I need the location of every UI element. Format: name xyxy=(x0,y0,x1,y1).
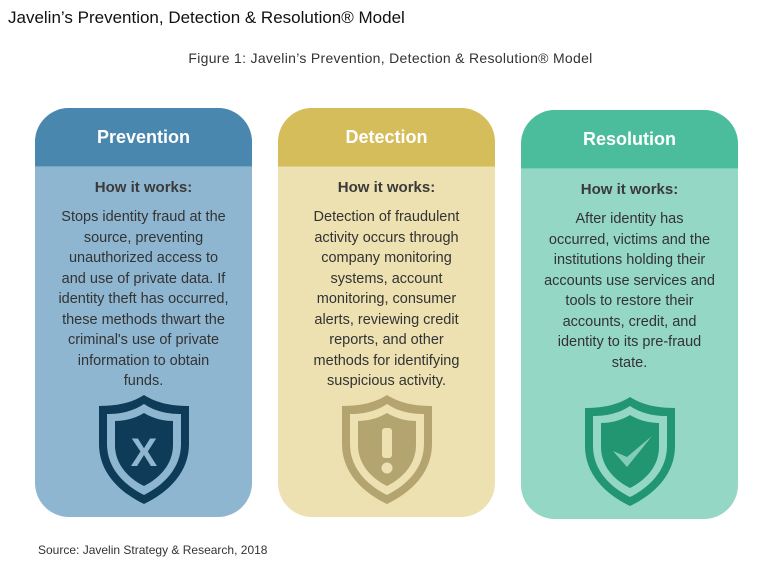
card-description: After identity has occurred, victims and … xyxy=(521,209,738,373)
card-text-line: tools to restore their xyxy=(565,293,694,309)
card-resolution: Resolution How it works: After identity … xyxy=(521,110,738,519)
card-text-line: identity theft has occurred, xyxy=(58,291,229,307)
card-text-line: source, preventing xyxy=(83,229,204,246)
shield-check-icon xyxy=(584,397,675,506)
card-subtitle: How it works: xyxy=(337,179,436,196)
card-text-line: state. xyxy=(611,354,648,371)
page-title: Javelin’s Prevention, Detection & Resolu… xyxy=(8,8,405,27)
card-description: Detection of fraudulent activity occurs t… xyxy=(278,207,495,392)
card-subtitle: How it works: xyxy=(94,179,193,196)
card-text-line: After identity has xyxy=(575,211,684,227)
card-header: Detection xyxy=(278,108,495,167)
card-header: Prevention xyxy=(35,108,252,167)
card-text-line: identity to its pre-fraud xyxy=(557,334,702,350)
card-text-line: these methods thwart the xyxy=(62,311,225,328)
card-text-line: funds. xyxy=(123,373,164,389)
card-prevention: Prevention How it works: Stops identity … xyxy=(35,108,252,517)
card-text-line: monitoring, consumer xyxy=(316,291,457,307)
card-text-line: occurred, victims and the xyxy=(548,231,711,248)
card-text-line: unauthorized access to xyxy=(68,250,219,266)
card-text-line: suspicious activity. xyxy=(327,373,446,389)
source-note: Source: Javelin Strategy & Research, 201… xyxy=(38,543,268,557)
card-text-line: and use of private data. If xyxy=(61,270,226,287)
card-text-line: systems, account xyxy=(330,270,443,287)
card-subtitle: How it works: xyxy=(580,181,679,198)
card-text-line: reports, and other xyxy=(329,332,444,348)
card-text-line: alerts, reviewing credit xyxy=(314,311,459,328)
card-text-line: methods for identifying xyxy=(313,352,460,369)
card-text-line: criminal's use of private xyxy=(67,332,220,348)
card-text-line: Stops identity fraud at the xyxy=(61,209,226,225)
shield-exclamation-icon xyxy=(341,395,432,504)
card-text-line: Detection of fraudulent xyxy=(313,209,460,225)
card-detection: Detection How it works: Detection of fra… xyxy=(278,108,495,517)
card-text-line: accounts use services and xyxy=(544,272,715,289)
card-description: Stops identity fraud at the source, preve… xyxy=(35,207,252,392)
figure-caption: Figure 1: Javelin’s Prevention, Detectio… xyxy=(188,50,593,66)
card-header: Resolution xyxy=(521,110,738,169)
card-text-line: information to obtain xyxy=(77,352,210,369)
card-text-line: company monitoring xyxy=(321,250,452,266)
card-text-line: activity occurs through xyxy=(314,229,459,246)
shield-x-icon: X xyxy=(98,395,189,504)
card-text-line: institutions holding their xyxy=(553,252,706,268)
svg-text:X: X xyxy=(130,431,157,475)
card-text-line: accounts, credit, and xyxy=(562,313,697,330)
